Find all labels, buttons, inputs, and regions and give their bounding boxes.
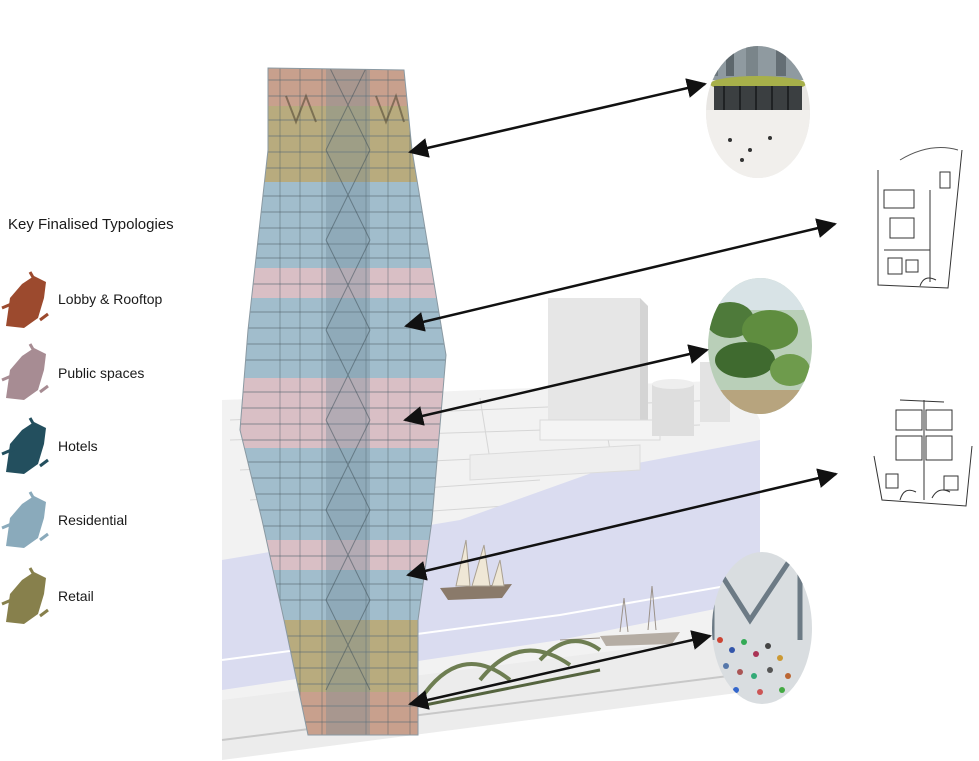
legend-label: Lobby & Rooftop: [58, 291, 162, 307]
legend-item-hotels: Hotels: [0, 414, 200, 480]
legend-swatch-icon: [0, 564, 52, 630]
legend-swatch-icon: [0, 340, 52, 406]
residential-plan-icon: [874, 400, 972, 506]
legend-swatch-icon: [0, 268, 52, 334]
legend-swatch-icon: [0, 414, 52, 480]
legend-item-residential: Residential: [0, 488, 200, 554]
legend-label: Retail: [58, 588, 94, 604]
rooftop-vignette-icon: [700, 40, 820, 190]
legend-item-retail: Retail: [0, 564, 200, 630]
legend-item-public-spaces: Public spaces: [0, 340, 200, 406]
legend-title: Key Finalised Typologies: [8, 216, 174, 233]
legend-label: Public spaces: [58, 365, 144, 381]
legend-label: Residential: [58, 512, 127, 528]
legend-swatch-icon: [0, 488, 52, 554]
hotel-plan-icon: [878, 148, 962, 288]
legend-item-lobby-rooftop: Lobby & Rooftop: [0, 268, 200, 334]
legend-label: Hotels: [58, 438, 98, 454]
